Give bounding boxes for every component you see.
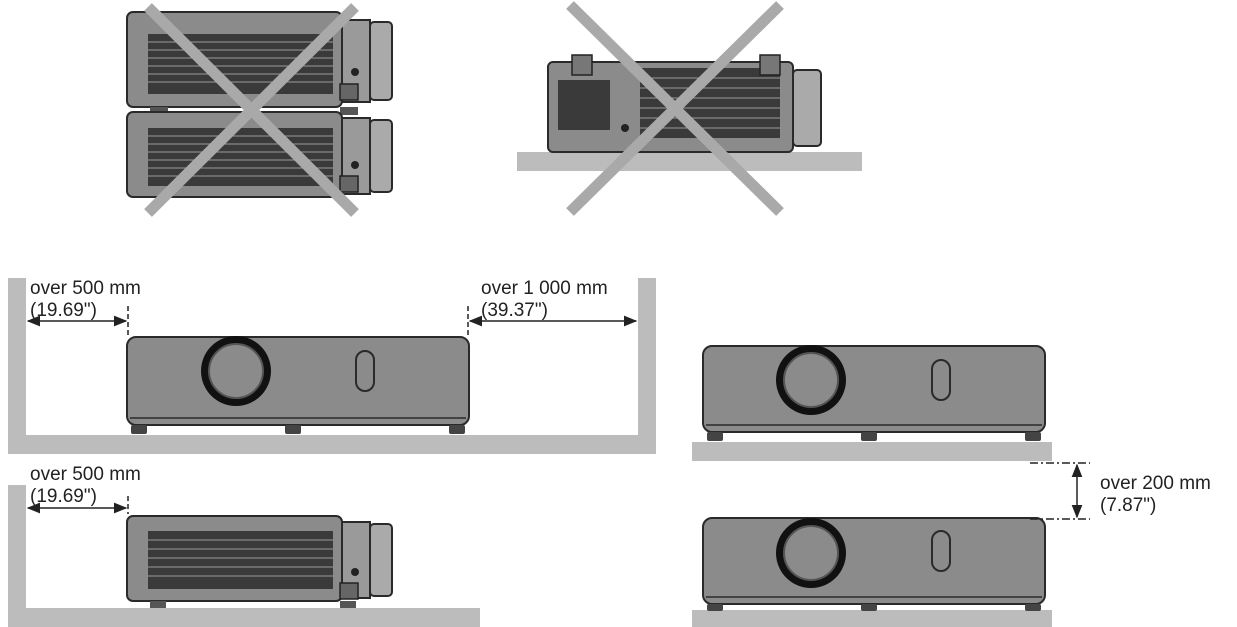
projector-front-view <box>126 336 470 434</box>
dimension-lines <box>1030 462 1090 520</box>
projector-vertical-prohibited <box>517 1 862 216</box>
label-line-2: (19.69") <box>30 486 97 507</box>
floor-slab <box>8 608 480 627</box>
vertical-gap-scene <box>692 345 1090 627</box>
dimension-lines <box>26 496 129 514</box>
label-line-1: over 1 000 mm <box>481 278 608 299</box>
left-wall <box>8 485 26 627</box>
projector-front-view-upper <box>702 345 1046 441</box>
dimension-lines <box>26 306 638 335</box>
floor-slab <box>517 152 862 171</box>
label-line-2: (7.87") <box>1100 495 1157 516</box>
projector-front-view-lower <box>702 517 1046 611</box>
rear-clearance-label: over 500 mm (19.69") <box>30 464 141 508</box>
right-wall <box>638 278 656 454</box>
vertical-gap-label: over 200 mm (7.87") <box>1100 473 1211 517</box>
sensor-window <box>355 350 375 392</box>
side-right-clearance-label: over 1 000 mm (39.37") <box>481 278 608 322</box>
stacked-projectors-prohibited <box>126 3 393 217</box>
prohibited-cross-mark <box>144 3 359 217</box>
prohibited-cross-mark <box>566 1 784 216</box>
label-line-1: over 200 mm <box>1100 473 1211 494</box>
floor-slab <box>8 435 656 454</box>
upper-floor-slab <box>692 442 1052 461</box>
lower-floor-slab <box>692 610 1052 627</box>
side-clearance-scene <box>8 278 656 454</box>
label-line-2: (19.69") <box>30 300 97 321</box>
label-line-1: over 500 mm <box>30 464 141 485</box>
projector-side-view <box>126 515 393 608</box>
side-left-clearance-label: over 500 mm (19.69") <box>30 278 141 322</box>
left-wall <box>8 278 26 454</box>
rear-clearance-scene <box>8 485 480 627</box>
label-line-2: (39.37") <box>481 300 548 321</box>
label-line-1: over 500 mm <box>30 278 141 299</box>
